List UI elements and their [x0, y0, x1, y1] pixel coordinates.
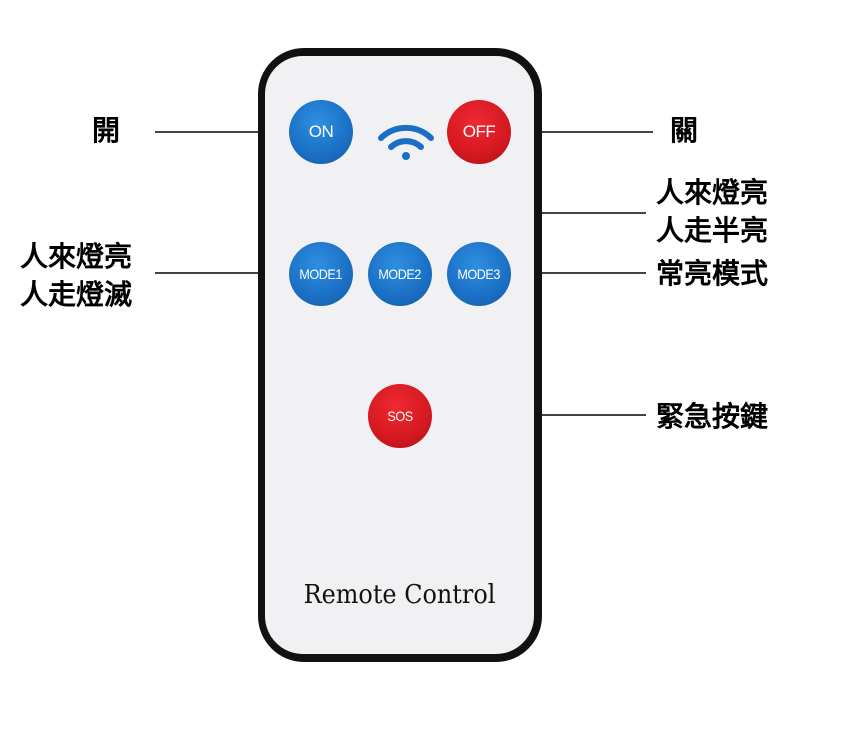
remote-face: ON OFF MODE1 MODE2 MODE3 SOS Remote Cont… — [265, 56, 534, 654]
leader-line-off — [478, 131, 653, 133]
mode3-button-label: MODE3 — [457, 266, 501, 282]
label-mode1: 人來燈亮 人走燈滅 — [20, 238, 132, 314]
label-on: 開 — [92, 114, 121, 147]
off-button[interactable]: OFF — [447, 100, 511, 164]
label-mode1-line2: 人走燈滅 — [20, 278, 133, 311]
leader-line-mode1 — [155, 272, 320, 274]
off-button-label: OFF — [462, 122, 496, 141]
remote-control-label: Remote Control — [303, 580, 496, 610]
sos-button-label: SOS — [387, 408, 413, 424]
mode1-button[interactable]: MODE1 — [289, 242, 353, 306]
mode3-button[interactable]: MODE3 — [447, 242, 511, 306]
label-mode3: 常亮模式 — [656, 257, 769, 290]
sos-button[interactable]: SOS — [368, 384, 432, 448]
mode2-button-label: MODE2 — [378, 266, 422, 282]
leader-line-mode3 — [480, 272, 646, 274]
label-off: 關 — [670, 114, 699, 147]
wifi-signal-icon — [378, 124, 434, 160]
label-mode1-line1: 人來燈亮 — [20, 240, 133, 273]
mode2-button[interactable]: MODE2 — [368, 242, 432, 306]
remote-control: ON OFF MODE1 MODE2 MODE3 SOS Remote Cont… — [258, 48, 542, 662]
mode1-button-label: MODE1 — [299, 266, 343, 282]
label-sos: 緊急按鍵 — [656, 400, 769, 433]
label-mode2-line2: 人走半亮 — [656, 214, 769, 247]
label-mode2: 人來燈亮 人走半亮 — [656, 174, 768, 250]
label-mode2-line1: 人來燈亮 — [656, 176, 769, 209]
leader-line-on — [155, 131, 320, 133]
on-button-label: ON — [308, 122, 334, 141]
on-button[interactable]: ON — [289, 100, 353, 164]
